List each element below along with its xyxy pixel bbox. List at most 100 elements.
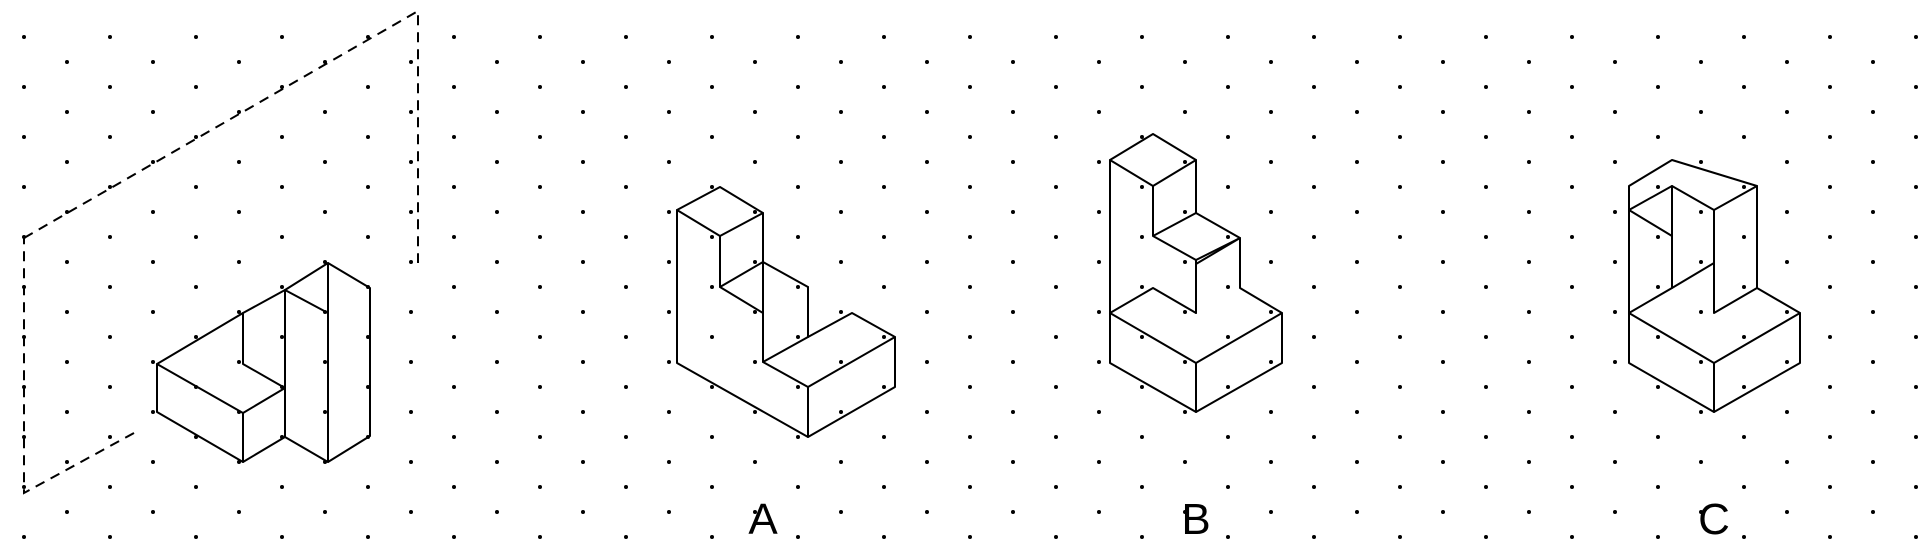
grid-dot — [1097, 160, 1101, 164]
grid-dot — [1785, 60, 1789, 64]
grid-dot — [65, 60, 69, 64]
grid-dot — [366, 235, 370, 239]
grid-dot — [839, 110, 843, 114]
grid-dot — [1097, 360, 1101, 364]
grid-dot — [1785, 510, 1789, 514]
grid-dot — [1914, 485, 1918, 489]
grid-dot — [495, 160, 499, 164]
grid-dot — [925, 460, 929, 464]
grid-dot — [1699, 360, 1703, 364]
grid-dot — [796, 435, 800, 439]
grid-dot — [925, 360, 929, 364]
grid-dot — [1097, 210, 1101, 214]
grid-dot — [1398, 135, 1402, 139]
grid-dot — [1785, 110, 1789, 114]
grid-dot — [538, 535, 542, 539]
grid-dot — [1269, 310, 1273, 314]
grid-dot — [1011, 260, 1015, 264]
grid-dot — [796, 335, 800, 339]
grid-dot — [1054, 135, 1058, 139]
grid-dot — [710, 435, 714, 439]
grid-dot — [1269, 260, 1273, 264]
grid-dot — [1441, 160, 1445, 164]
grid-dot — [538, 235, 542, 239]
grid-dot — [839, 160, 843, 164]
grid-dot — [1699, 60, 1703, 64]
grid-dot — [1785, 460, 1789, 464]
grid-dot — [1570, 485, 1574, 489]
grid-dot — [1441, 310, 1445, 314]
grid-dot — [1054, 85, 1058, 89]
grid-dot — [65, 210, 69, 214]
grid-dot — [1828, 285, 1832, 289]
grid-dot — [581, 310, 585, 314]
grid-dot — [108, 135, 112, 139]
grid-dot — [753, 160, 757, 164]
grid-dot — [1613, 510, 1617, 514]
grid-dot — [968, 235, 972, 239]
grid-dot — [1871, 410, 1875, 414]
grid-dot — [1613, 310, 1617, 314]
grid-dot — [280, 285, 284, 289]
grid-dot — [1484, 535, 1488, 539]
grid-dot — [151, 460, 155, 464]
grid-dot — [409, 310, 413, 314]
grid-dot — [1914, 435, 1918, 439]
grid-dot — [882, 535, 886, 539]
grid-dot — [882, 385, 886, 389]
grid-dot — [366, 535, 370, 539]
grid-dot — [1914, 535, 1918, 539]
grid-dot — [409, 510, 413, 514]
grid-dot — [495, 360, 499, 364]
grid-dot — [624, 435, 628, 439]
grid-dot — [925, 160, 929, 164]
option-a-figure — [676, 186, 896, 438]
grid-dot — [624, 535, 628, 539]
grid-dot — [839, 460, 843, 464]
grid-dot — [452, 185, 456, 189]
grid-dot — [65, 160, 69, 164]
grid-dot — [22, 435, 26, 439]
grid-dot — [1527, 160, 1531, 164]
grid-dot — [1914, 185, 1918, 189]
grid-dot — [839, 510, 843, 514]
grid-dot — [1441, 510, 1445, 514]
grid-dot — [1226, 335, 1230, 339]
grid-dot — [1914, 285, 1918, 289]
grid-dot — [1613, 360, 1617, 364]
grid-dot — [323, 160, 327, 164]
grid-dot — [22, 35, 26, 39]
grid-dot — [667, 60, 671, 64]
grid-dot — [1140, 485, 1144, 489]
grid-dot — [1097, 510, 1101, 514]
grid-dot — [710, 485, 714, 489]
grid-dot — [1828, 335, 1832, 339]
grid-dot — [1011, 510, 1015, 514]
grid-dot — [1742, 185, 1746, 189]
grid-dot — [796, 485, 800, 489]
grid-dot — [1699, 310, 1703, 314]
grid-dot — [1570, 235, 1574, 239]
grid-dot — [882, 135, 886, 139]
grid-dot — [1183, 60, 1187, 64]
grid-dot — [1656, 235, 1660, 239]
grid-dot — [1011, 360, 1015, 364]
grid-dot — [65, 260, 69, 264]
grid-dot — [409, 110, 413, 114]
grid-dot — [1183, 210, 1187, 214]
grid-dot — [1871, 160, 1875, 164]
grid-dot — [581, 60, 585, 64]
grid-dot — [667, 510, 671, 514]
grid-dot — [1656, 435, 1660, 439]
grid-dot — [1613, 60, 1617, 64]
grid-dot — [882, 235, 886, 239]
grid-dot — [1871, 110, 1875, 114]
grid-dot — [1785, 210, 1789, 214]
grid-dot — [1871, 510, 1875, 514]
grid-dot — [710, 385, 714, 389]
grid-dot — [1183, 460, 1187, 464]
grid-dot — [1785, 310, 1789, 314]
grid-dot — [1140, 385, 1144, 389]
grid-dot — [667, 160, 671, 164]
grid-dot — [1140, 285, 1144, 289]
